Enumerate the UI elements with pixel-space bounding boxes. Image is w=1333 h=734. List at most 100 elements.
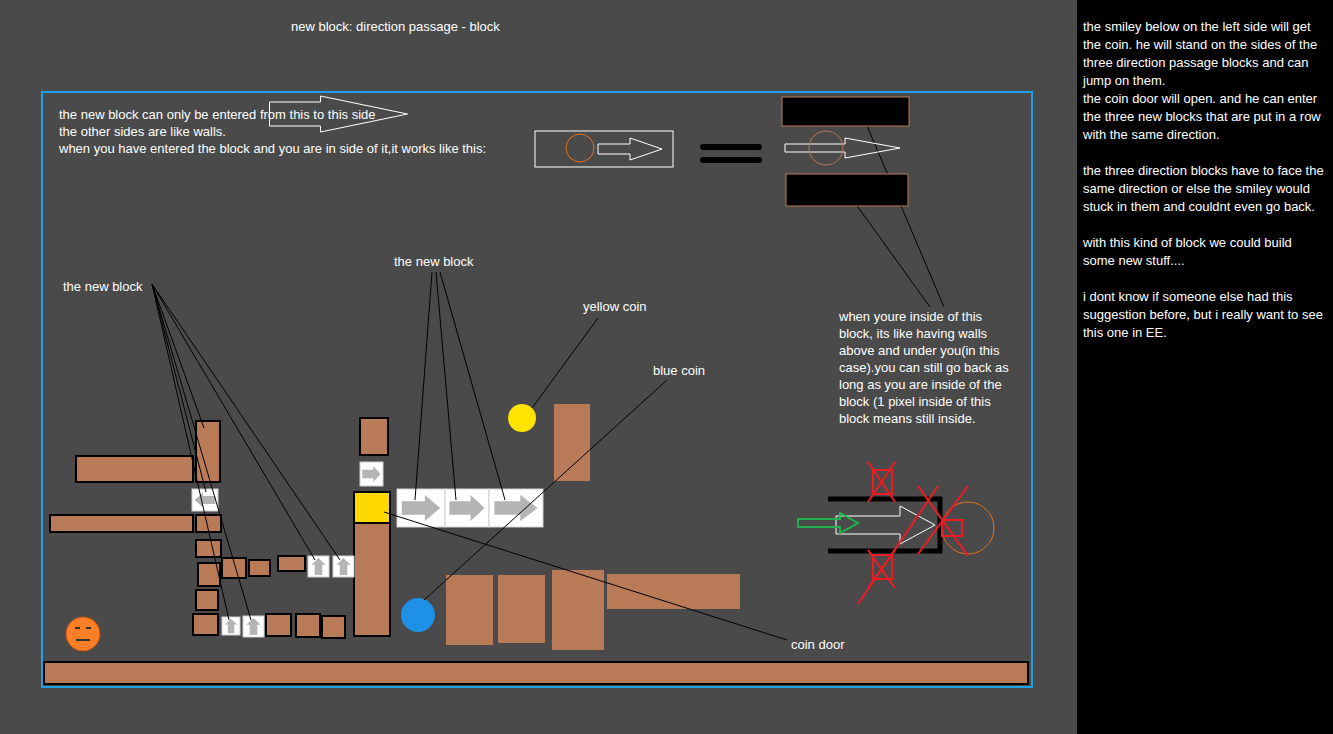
direction-block: [222, 617, 240, 635]
title: new block: direction passage - block: [291, 18, 500, 35]
callout-label: blue coin: [653, 362, 705, 379]
yellow-coin: [508, 404, 536, 432]
direction-block: [333, 556, 354, 577]
leader-lines: [152, 284, 315, 560]
blocked-example: [868, 462, 895, 502]
intro-text: when you have entered the block and you …: [59, 140, 486, 157]
brick-blocks: [266, 614, 291, 636]
direction-block: [243, 616, 264, 637]
direction-block: [445, 489, 489, 527]
blocked-example: [858, 486, 938, 604]
direction-block: [192, 489, 218, 511]
brick-blocks: [296, 614, 320, 637]
ground-floor: [44, 662, 1028, 684]
brick-blocks: [498, 575, 545, 643]
small-example: [535, 131, 673, 167]
note-text: when youre inside of this block, its lik…: [839, 308, 1017, 427]
blocked-example: [858, 462, 968, 604]
brick-blocks: [50, 515, 193, 532]
leader-lines: [152, 284, 204, 428]
blocked-example: [942, 520, 962, 536]
blocked-example: [868, 462, 895, 502]
direction-block: [243, 616, 264, 637]
direction-arrow: [402, 495, 440, 521]
equals-sign: [700, 144, 762, 150]
direction-arrow: [195, 493, 216, 508]
smiley: [66, 617, 100, 651]
panel-paragraph: the smiley below on the left side will g…: [1083, 18, 1327, 90]
direction-blocks: [192, 462, 543, 637]
direction-arrow: [246, 618, 260, 635]
leader-lines: [415, 272, 432, 500]
ground-floor: [44, 662, 1028, 684]
equals-sign: [700, 144, 762, 163]
leader-lines: [152, 284, 206, 492]
brick-blocks: [552, 570, 604, 650]
intro-text: the new block can only be entered from t…: [59, 106, 376, 123]
direction-block: [489, 489, 543, 527]
direction-block: [360, 462, 383, 486]
brick-blocks: [554, 404, 590, 481]
panel-paragraph: with this kind of block we could build s…: [1083, 234, 1327, 270]
panel-paragraph: i dont know if someone else had this sug…: [1083, 288, 1327, 342]
panel-paragraph: the three direction blocks have to face …: [1083, 162, 1327, 216]
blocked-example: [798, 513, 858, 533]
direction-arrow: [336, 558, 350, 575]
equals-sign: [700, 157, 762, 163]
leader-lines: [532, 318, 598, 408]
brick-blocks: [193, 614, 218, 635]
leader-lines: [384, 512, 787, 640]
callout-label: the new block: [63, 278, 143, 295]
direction-block: [333, 556, 354, 577]
direction-block: [445, 489, 489, 527]
small-example: [535, 131, 673, 167]
brick-blocks: [322, 616, 345, 638]
smiley: [86, 627, 91, 629]
direction-arrow: [311, 558, 325, 575]
blocked-example: [918, 486, 968, 554]
brick-blocks: [76, 456, 193, 482]
small-example: [598, 138, 662, 160]
blocked-example: [798, 462, 994, 604]
leader-lines: [850, 196, 930, 307]
small-example: [566, 134, 594, 162]
brick-blocks: [196, 540, 221, 557]
inside-example: [809, 131, 843, 165]
smiley: [66, 617, 100, 651]
brick-blocks: [446, 575, 493, 645]
leader-lines: [424, 380, 667, 600]
brick-blocks: [50, 404, 740, 650]
callout-label: the new block: [394, 253, 474, 270]
leader-lines: [152, 284, 229, 620]
smiley: [75, 627, 80, 629]
blocked-example: [918, 486, 968, 556]
inside-example: [782, 97, 909, 206]
smiley: [76, 639, 90, 641]
brick-blocks: [196, 590, 218, 610]
direction-arrow: [449, 495, 484, 521]
direction-block: [489, 489, 543, 527]
leader-lines: [440, 272, 505, 500]
blue-coin: [401, 598, 435, 632]
direction-block: [397, 489, 445, 527]
direction-block: [308, 556, 329, 577]
direction-block: [222, 617, 240, 635]
direction-block: [308, 556, 329, 577]
brick-blocks: [354, 523, 390, 636]
callout-label: yellow coin: [583, 298, 647, 315]
leader-lines: [152, 114, 944, 640]
direction-arrow: [225, 619, 237, 633]
direction-arrow: [362, 466, 380, 482]
brick-blocks: [360, 418, 388, 455]
side-panel: the smiley below on the left side will g…: [1077, 0, 1333, 734]
leader-lines: [152, 284, 251, 620]
coin-door: [354, 492, 390, 523]
direction-block: [360, 462, 383, 486]
brick-blocks: [278, 556, 305, 571]
inside-example: [782, 97, 909, 126]
panel-paragraph: the coin door will open. and he can ente…: [1083, 90, 1327, 144]
direction-block: [397, 489, 445, 527]
brick-blocks: [249, 560, 270, 576]
inside-example: [786, 174, 908, 206]
